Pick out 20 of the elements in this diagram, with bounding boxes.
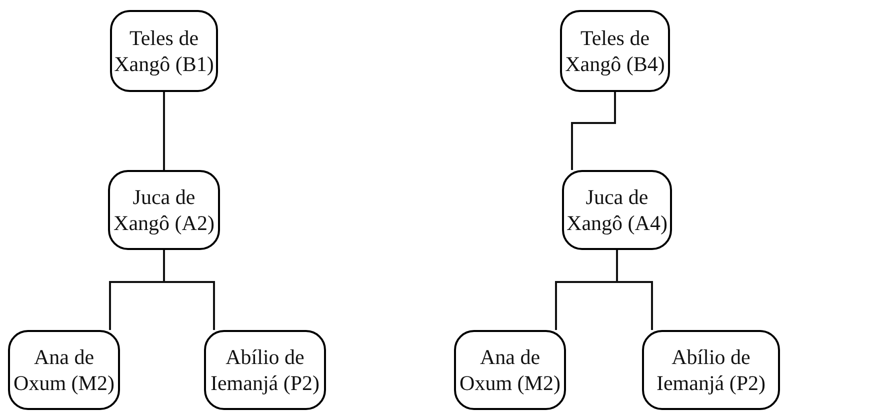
connector-line	[571, 92, 616, 170]
person-name: Ana de Oxum (M2)	[458, 344, 562, 396]
connector-line	[616, 250, 653, 330]
person-name: Abílio de Iemanjá (P2)	[655, 344, 767, 396]
person-name: Abílio de Iemanjá (P2)	[209, 344, 321, 396]
rounded-box	[8, 330, 120, 410]
person-name: Ana de Oxum (M2)	[12, 344, 116, 396]
person-name: Teles de Xangô (B1)	[113, 24, 215, 78]
person-name: Juca de Xangô (A4)	[566, 184, 668, 236]
rounded-box	[110, 10, 218, 92]
person-name: Teles de Xangô (B4)	[564, 24, 666, 78]
connector-line	[163, 250, 215, 330]
rounded-box	[204, 330, 326, 410]
rounded-box	[562, 170, 672, 250]
connector-line	[163, 92, 165, 170]
rounded-box	[642, 330, 780, 410]
rounded-box	[108, 170, 220, 250]
rounded-box	[560, 10, 670, 92]
person-name: Juca de Xangô (A2)	[112, 184, 216, 236]
rounded-box	[454, 330, 566, 410]
